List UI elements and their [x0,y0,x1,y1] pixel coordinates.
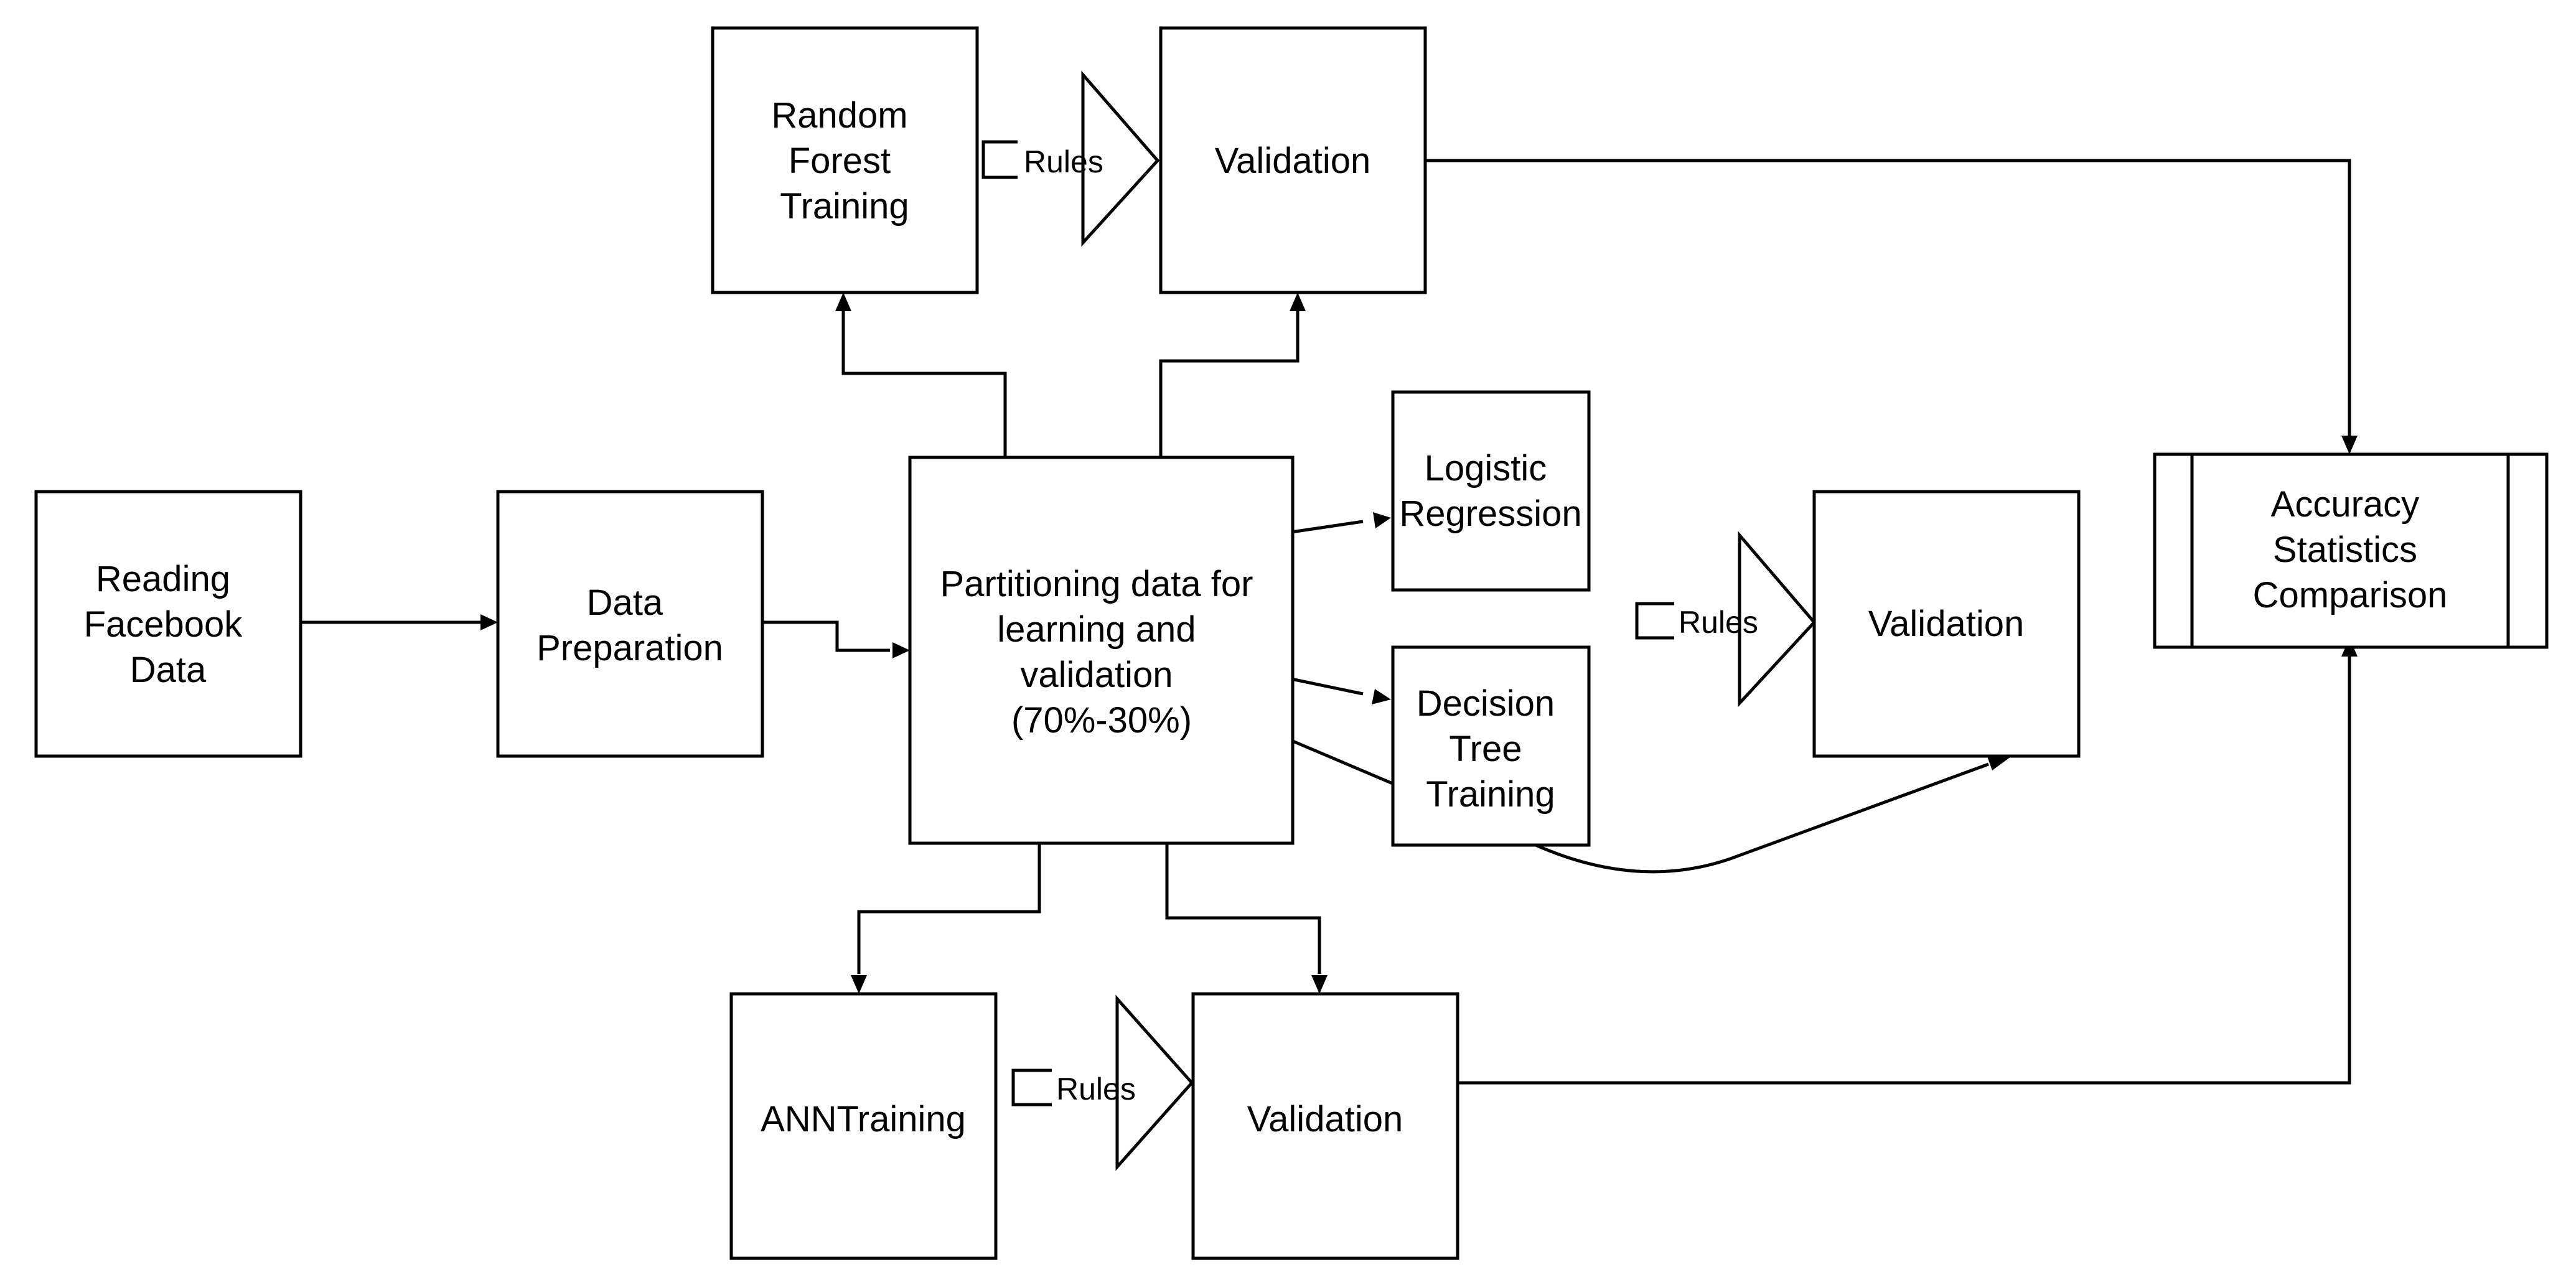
label-line: Data [130,650,207,690]
node-label: Data Preparation [536,582,723,668]
node-label: Partitioning data for learning and valid… [940,564,1263,741]
connectors [302,159,2351,1085]
arrowhead-val-bottom [1311,975,1328,994]
label-line: Validation [1247,1099,1403,1139]
rules-symbol-mid: Rules [1635,531,1817,708]
rules-triangle-icon [1081,70,1160,247]
rules-symbol-top: Rules [981,70,1160,247]
label-line: Tree [1449,729,1522,769]
edge-partition-to-dtree [1288,676,1364,696]
node-logistic-regression: Logistic Regression [1391,390,1591,592]
node-box [34,490,302,758]
edge-partition-to-rf [841,311,1007,457]
node-decision-tree-training: Decision Tree Training [1391,645,1591,847]
node-box [908,456,1295,845]
edge-partition-to-val-top [1159,311,1300,457]
node-label: Validation [1868,604,2024,644]
node-box [1159,26,1427,294]
rules-label: Rules [1056,1072,1136,1106]
node-label: Decision Tree Training [1417,683,1565,815]
edge-prep-to-partition [762,620,890,652]
node-random-forest-training: Random Forest Training [711,26,979,294]
node-box [1391,390,1591,592]
node-validation-bottom: Validation [1191,992,1459,1260]
node-validation-top: Validation [1159,26,1427,294]
edge-partition-to-val-bottom [1165,843,1321,974]
label-line: Random [771,95,907,136]
label-line: Validation [1215,141,1370,181]
rules-bracket-icon [1635,602,1674,640]
arrowhead-logistic [1373,512,1391,528]
label-line: validation [1020,655,1173,695]
node-accuracy-statistics-comparison: Accuracy Statistics Comparison [2153,452,2549,649]
node-ann-training: ANNTraining [729,992,998,1260]
node-box [1191,992,1459,1260]
node-box [496,490,764,758]
arrowhead-prep [480,614,498,630]
node-label: Accuracy Statistics Comparison [2253,484,2448,615]
arrowhead-accuracy-top [2341,436,2358,454]
node-label: ANNTraining [761,1099,966,1139]
label-line: Facebook [84,604,243,645]
label-line: Data [587,582,663,623]
label-line: Partitioning data for [940,564,1253,604]
arrowhead-rf [835,292,851,311]
node-partitioning: Partitioning data for learning and valid… [908,456,1295,845]
node-box [2153,452,2549,649]
label-line: ANNTraining [761,1099,966,1139]
label-line: Regression [1399,493,1581,534]
node-label: Reading Facebook Data [84,559,253,690]
node-box [729,992,998,1260]
arrowhead-partition [892,642,910,658]
node-label: Validation [1247,1099,1403,1139]
label-line: Preparation [536,628,723,668]
arrowhead-val-top [1290,292,1306,311]
label-line: Decision [1417,683,1555,724]
edge-val-top-to-accuracy [1425,159,2351,436]
label-line: (70%-30%) [1011,700,1192,741]
node-data-preparation: Data Preparation [496,490,764,758]
node-box [1812,490,2081,758]
node-box [711,26,979,294]
label-line: Accuracy [2271,484,2420,525]
rules-triangle-icon [1115,994,1194,1171]
rules-label: Rules [1679,605,1758,640]
edge-partition-to-val-mid [1291,739,1989,874]
rules-bracket-icon [981,140,1018,179]
edge-partition-to-logistic [1291,520,1364,534]
label-line: Forest [789,141,891,181]
node-label: Validation [1215,141,1370,181]
node-reading-facebook-data: Reading Facebook Data [34,490,302,758]
edge-partition-to-ann [857,843,1041,974]
label-line: Reading [96,559,230,599]
label-line: Training [1426,774,1555,815]
label-line: Training [780,186,909,227]
node-validation-mid: Validation [1812,490,2081,758]
rules-triangle-icon [1738,531,1817,708]
rules-bracket-icon [1011,1069,1052,1106]
label-line: Statistics [2273,530,2417,570]
arrowhead-val-mid [1987,755,2013,770]
node-label: Random Forest Training [771,95,917,227]
node-box [1391,645,1591,847]
rules-symbol-bottom: Rules [1011,994,1194,1171]
arrowhead-dtree [1372,689,1391,704]
label-line: Validation [1868,604,2024,644]
label-line: Comparison [2253,575,2448,615]
label-line: Logistic [1425,448,1547,489]
arrowhead-ann [851,975,867,994]
node-label: Logistic Regression [1399,448,1581,534]
rules-label: Rules [1024,144,1103,179]
label-line: learning and [997,609,1196,650]
edge-val-bottom-to-accuracy [1456,657,2351,1085]
